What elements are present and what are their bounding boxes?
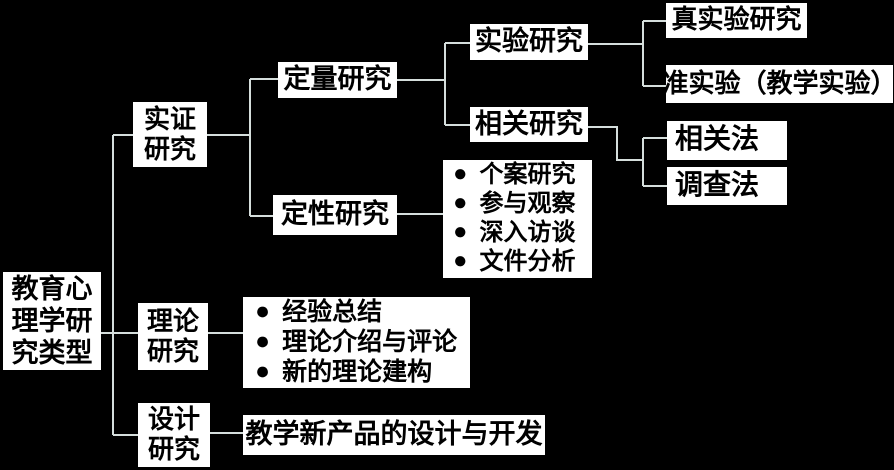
node-label: 相关研究 [475, 108, 583, 139]
list-item-new-theory-construction: ● 新的理论建构 [255, 358, 432, 388]
list-item-theory-review: ● 理论介绍与评论 [255, 328, 457, 358]
node-label-line: 设计 [147, 405, 200, 434]
list-item-indepth-interview: ● 深入访谈 [453, 219, 576, 248]
node-root-research-types: 教育心 理学研 究类型 [3, 272, 101, 370]
list-item-label: 个案研究 [479, 162, 576, 188]
node-experimental-research: 实验研究 [470, 24, 588, 60]
node-label-line: 研究 [146, 336, 199, 366]
node-label: 真实验研究 [671, 5, 802, 35]
list-item-document-analysis: ● 文件分析 [453, 248, 576, 277]
list-item-experience-summary: ● 经验总结 [255, 298, 382, 328]
node-qualitative-research: 定性研究 [273, 195, 397, 235]
qualitative-methods-list: ● 个案研究 ● 参与观察 ● 深入访谈 ● 文件分析 [443, 160, 592, 278]
list-item-case-study: ● 个案研究 [453, 161, 576, 190]
node-correlation-method: 相关法 [667, 121, 787, 160]
theoretical-methods-list: ● 经验总结 ● 理论介绍与评论 ● 新的理论建构 [243, 297, 470, 388]
list-item-label: 深入访谈 [479, 220, 576, 246]
node-quantitative-research: 定量研究 [278, 62, 397, 98]
bullet-icon: ● [255, 297, 271, 325]
node-label-line: 研究 [143, 134, 196, 164]
bullet-icon: ● [453, 219, 468, 245]
list-item-label: 新的理论建构 [282, 358, 433, 386]
list-item-label: 文件分析 [479, 249, 576, 275]
node-label: 教学新产品的设计与开发 [245, 419, 543, 450]
node-design-research: 设计 研究 [138, 403, 210, 467]
node-label-line: 理学研 [11, 306, 93, 336]
node-label: 相关法 [675, 124, 760, 156]
node-label: 定量研究 [283, 64, 392, 95]
node-true-experiment: 真实验研究 [666, 3, 807, 38]
node-survey-method: 调查法 [667, 167, 787, 205]
bullet-icon: ● [453, 248, 468, 274]
list-item-label: 理论介绍与评论 [282, 328, 458, 356]
node-label-line: 理论 [146, 306, 199, 336]
bullet-icon: ● [255, 327, 271, 355]
node-label-line: 研究 [147, 435, 200, 464]
node-theoretical-research: 理论 研究 [138, 303, 208, 370]
list-item-label: 参与观察 [479, 191, 576, 217]
list-item-label: 经验总结 [282, 298, 383, 326]
node-label: 实验研究 [475, 26, 583, 57]
node-empirical-research: 实证 研究 [133, 102, 207, 167]
node-label-line: 究类型 [11, 338, 93, 368]
bullet-icon: ● [453, 161, 468, 187]
connector-xiangguan-out [588, 126, 643, 161]
node-label: 准实验（教学实验） [662, 68, 894, 98]
bullet-icon: ● [453, 190, 468, 216]
node-label: 定性研究 [281, 199, 389, 230]
node-label-line: 教育心 [11, 274, 93, 304]
node-teaching-product-design: 教学新产品的设计与开发 [243, 415, 545, 455]
node-quasi-experiment: 准实验（教学实验） [662, 65, 894, 103]
node-correlational-research: 相关研究 [470, 107, 588, 142]
node-label-line: 实证 [143, 104, 196, 134]
node-label: 调查法 [675, 169, 760, 201]
bullet-icon: ● [255, 357, 271, 385]
list-item-participant-observation: ● 参与观察 [453, 190, 576, 219]
